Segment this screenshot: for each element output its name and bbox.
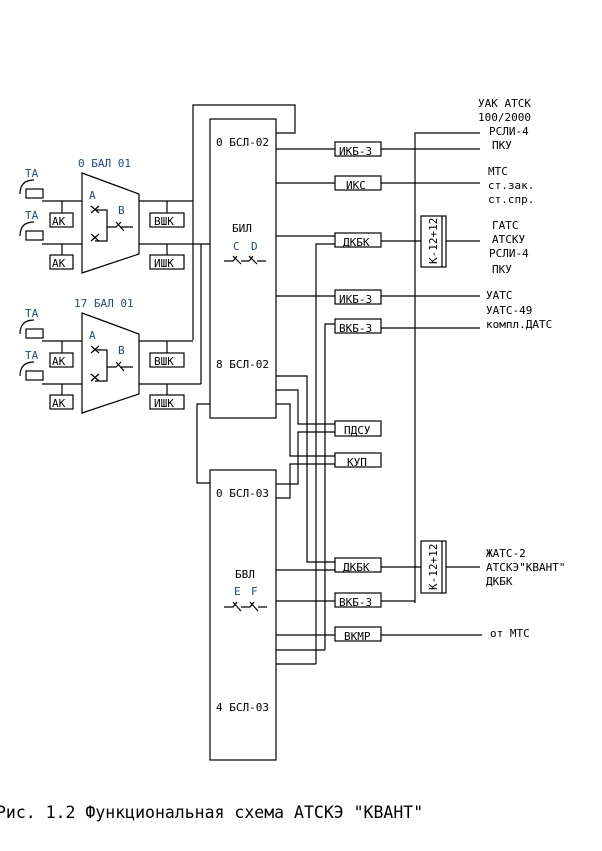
unit-boxes: ИКБ-3 ИКС ДКБК ИКБ-3 ВКБ-3 ПДСУ КУП ДКБК…	[334, 141, 447, 643]
box-pdsu: ПДСУ	[334, 420, 382, 437]
dest-mts: МТС	[488, 165, 508, 178]
telephone-icon	[19, 319, 44, 339]
dest-gats: ГАТС	[492, 219, 519, 232]
svg-text:К-12+12: К-12+12	[427, 218, 440, 264]
svg-text:ВШК: ВШК	[154, 355, 174, 368]
dest-uak: РСЛИ-4	[489, 125, 529, 138]
svg-text:К-12+12: К-12+12	[427, 544, 440, 590]
svg-text:АК: АК	[52, 257, 66, 270]
bal-title: 0 БАЛ 01	[78, 157, 131, 170]
dest-mts: ст.спр.	[488, 193, 534, 206]
switch-cd-icon	[224, 255, 266, 265]
ishk-box: ИШК	[149, 254, 185, 270]
dest-uak: ПКУ	[492, 139, 512, 152]
ak-box: АК	[49, 394, 74, 410]
telephone-icon	[19, 179, 44, 199]
bsl-03-block: 0 БСЛ-03 БВЛ E F 4 БСЛ-03	[209, 469, 277, 761]
svg-text:ВШК: ВШК	[154, 215, 174, 228]
bsl02-name: БИЛ	[232, 222, 252, 235]
box-ikb3-2: ИКБ-3	[334, 289, 382, 306]
ishk-box: ИШК	[149, 394, 185, 410]
dest-uak: УАК АТСК	[478, 97, 531, 110]
box-kup: КУП	[334, 452, 382, 469]
bsl03-top-label: 0 БСЛ-03	[216, 487, 269, 500]
dest-mts: ст.зак.	[488, 179, 534, 192]
dest-uats: УАТС	[486, 289, 513, 302]
telephone-icon	[19, 361, 44, 381]
svg-text:ВКМР: ВКМР	[344, 630, 371, 643]
dest-uats: компл.ДАТС	[486, 318, 552, 331]
box-k12-2: К-12+12	[420, 540, 447, 594]
vshk-box: ВШК	[149, 212, 185, 228]
label-e: E	[234, 585, 241, 598]
box-iks: ИКС	[334, 175, 382, 192]
bsl03-bottom-label: 4 БСЛ-03	[216, 701, 269, 714]
ta-label: ТА	[25, 349, 39, 362]
svg-text:ПДСУ: ПДСУ	[344, 424, 371, 437]
dest-ot-mts: от МТС	[490, 627, 530, 640]
dest-gats: ПКУ	[492, 263, 512, 276]
dest-zhats: АТСКЭ"КВАНТ"	[486, 561, 565, 574]
bal-title: 17 БАЛ 01	[74, 297, 134, 310]
svg-text:A: A	[89, 189, 96, 202]
svg-text:B: B	[118, 204, 125, 217]
bsl02-bottom-label: 8 БСЛ-02	[216, 358, 269, 371]
svg-text:ДКБК: ДКБК	[343, 561, 370, 574]
label-c: C	[233, 240, 240, 253]
dest-zhats: ЖАТС-2	[486, 547, 526, 560]
svg-text:ДКБК: ДКБК	[343, 236, 370, 249]
bsl03-name: БВЛ	[235, 568, 255, 581]
ta-label: ТА	[25, 167, 39, 180]
ak-box: АК	[49, 212, 74, 228]
dest-gats: РСЛИ-4	[489, 247, 529, 260]
box-vkb3-1: ВКБ-3	[334, 318, 382, 335]
svg-text:АК: АК	[52, 215, 66, 228]
bsl02-top-label: 0 БСЛ-02	[216, 136, 269, 149]
vshk-box: ВШК	[149, 352, 185, 368]
svg-text:B: B	[118, 344, 125, 357]
svg-text:ИШК: ИШК	[154, 397, 174, 410]
box-vkb3-2: ВКБ-3	[334, 592, 382, 609]
wires	[192, 104, 482, 665]
box-dkbk-1: ДКБК	[334, 232, 382, 249]
svg-text:АК: АК	[52, 355, 66, 368]
telephone-icon	[19, 221, 44, 241]
ak-box: АК	[49, 254, 74, 270]
bal-switch-trapezoid: AB	[81, 172, 140, 274]
bal-switch-trapezoid: AB	[81, 312, 140, 414]
svg-text:A: A	[89, 329, 96, 342]
box-dkbk-2: ДКБК	[334, 557, 382, 574]
box-vkmr: ВКМР	[334, 626, 382, 643]
figure-caption: Рис. 1.2 Функциональная схема АТСКЭ "КВА…	[0, 803, 423, 822]
bsl-02-block: 0 БСЛ-02 БИЛ C D 8 БСЛ-02	[209, 118, 277, 419]
dest-uats: УАТС-49	[486, 304, 532, 317]
destination-labels: УАК АТСК 100/2000 РСЛИ-4 ПКУ МТС ст.зак.…	[478, 97, 565, 640]
dest-zhats: ДКБК	[486, 575, 513, 588]
svg-text:ВКБ-3: ВКБ-3	[339, 322, 372, 335]
label-f: F	[251, 585, 258, 598]
label-d: D	[251, 240, 258, 253]
svg-text:ИКС: ИКС	[346, 179, 366, 192]
svg-text:КУП: КУП	[347, 456, 367, 469]
switch-ef-icon	[224, 601, 267, 612]
dest-uak: 100/2000	[478, 111, 531, 124]
box-ikb3-1: ИКБ-3	[334, 141, 382, 158]
ta-label: ТА	[25, 209, 39, 222]
svg-text:ИКБ-3: ИКБ-3	[339, 145, 372, 158]
svg-text:ИКБ-3: ИКБ-3	[339, 293, 372, 306]
svg-text:ИШК: ИШК	[154, 257, 174, 270]
svg-text:ВКБ-3: ВКБ-3	[339, 596, 372, 609]
ak-box: АК	[49, 352, 74, 368]
svg-text:АК: АК	[52, 397, 66, 410]
dest-gats: АТСКУ	[492, 233, 525, 246]
ta-label: ТА	[25, 307, 39, 320]
box-k12-1: К-12+12	[420, 215, 447, 268]
